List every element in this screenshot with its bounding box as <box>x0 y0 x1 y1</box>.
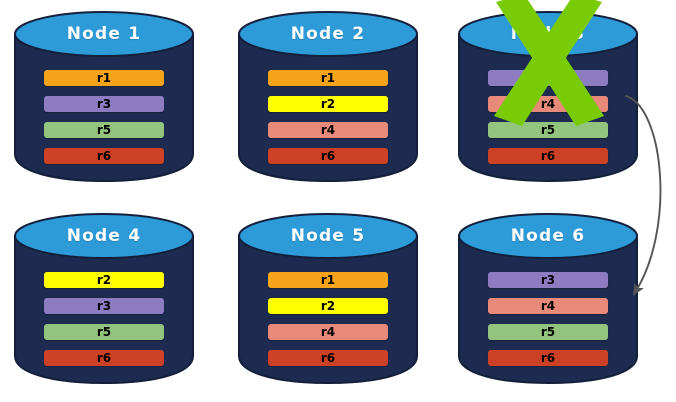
replica-bar[interactable]: r1 <box>44 70 164 86</box>
replica-list: r1 r2 r4 r6 <box>268 70 388 164</box>
replica-bar[interactable]: r2 <box>268 298 388 314</box>
replica-bar[interactable]: r4 <box>488 96 608 112</box>
replica-bar[interactable]: r6 <box>44 148 164 164</box>
replica-bar[interactable]: r3 <box>44 96 164 112</box>
replica-bar[interactable]: r5 <box>488 324 608 340</box>
replica-bar[interactable]: r6 <box>44 350 164 366</box>
replica-list: r1 r3 r5 r6 <box>44 70 164 164</box>
replica-bar[interactable]: r4 <box>268 324 388 340</box>
replica-bar[interactable]: r3 <box>44 298 164 314</box>
replica-bar[interactable]: r5 <box>488 122 608 138</box>
replica-bar[interactable]: r4 <box>268 122 388 138</box>
replica-list: r3 r4 r5 r6 <box>488 272 608 366</box>
replica-bar[interactable]: r1 <box>268 272 388 288</box>
cylinder-top-ellipse <box>14 11 194 57</box>
replica-bar[interactable]: r4 <box>488 298 608 314</box>
replica-bar[interactable]: r3 <box>488 70 608 86</box>
cylinder-top-ellipse <box>458 11 638 57</box>
replica-bar[interactable]: r6 <box>488 350 608 366</box>
replica-bar[interactable]: r5 <box>44 324 164 340</box>
replica-list: r1 r2 r4 r6 <box>268 272 388 366</box>
replica-bar[interactable]: r2 <box>268 96 388 112</box>
replica-bar[interactable]: r6 <box>268 148 388 164</box>
replica-bar[interactable]: r2 <box>44 272 164 288</box>
cylinder-top-ellipse <box>238 213 418 259</box>
cylinder-top-ellipse <box>238 11 418 57</box>
replica-bar[interactable]: r6 <box>268 350 388 366</box>
replica-list: r3 r4 r5 r6 <box>488 70 608 164</box>
cylinder-top-ellipse <box>458 213 638 259</box>
replica-bar[interactable]: r5 <box>44 122 164 138</box>
replica-bar[interactable]: r6 <box>488 148 608 164</box>
cylinder-top-ellipse <box>14 213 194 259</box>
replica-bar[interactable]: r3 <box>488 272 608 288</box>
replica-list: r2 r3 r5 r6 <box>44 272 164 366</box>
replica-bar[interactable]: r1 <box>268 70 388 86</box>
